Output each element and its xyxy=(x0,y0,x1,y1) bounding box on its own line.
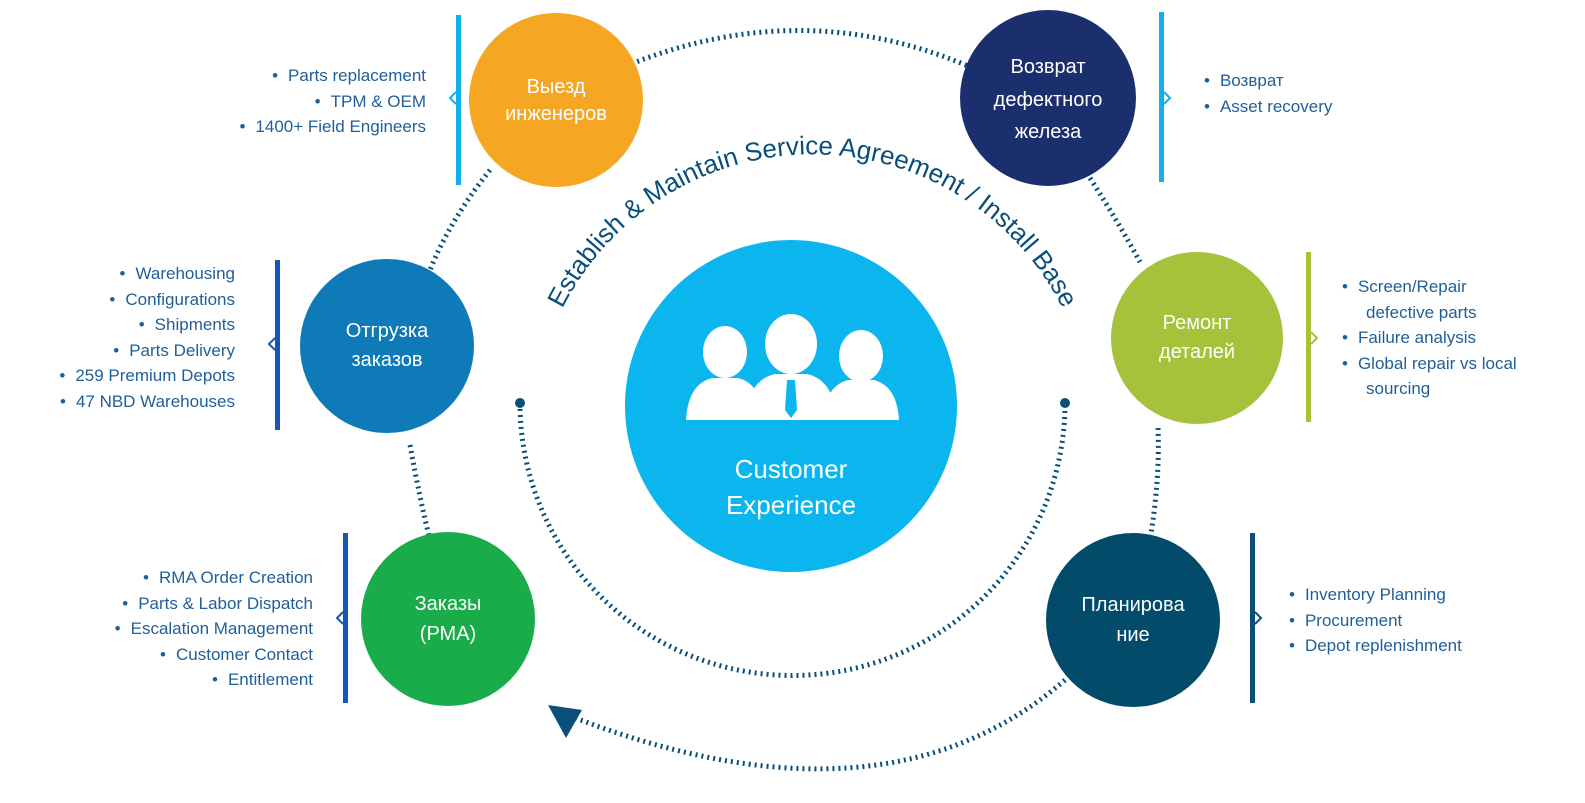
ring-segment-upper-right xyxy=(1087,176,1143,264)
list-item: Escalation Management xyxy=(40,616,313,642)
list-item-continuation: sourcing xyxy=(1366,379,1431,398)
node-return-line2: дефектного xyxy=(994,89,1103,111)
list-item: Configurations xyxy=(0,287,235,313)
list-item: Failure analysis xyxy=(1342,325,1582,351)
ring-segment-bottom xyxy=(559,678,1067,772)
ring-segment-right xyxy=(1147,427,1161,541)
node-return-line3: железа xyxy=(1015,121,1082,143)
node-shipping-line2: заказов xyxy=(351,349,422,371)
center-label-line1: Customer xyxy=(735,454,848,484)
list-item: Warehousing xyxy=(0,261,235,287)
node-shipping-circle xyxy=(300,259,474,433)
list-item: Parts replacement xyxy=(160,63,426,89)
bar-repair xyxy=(1306,252,1311,422)
list-item: Inventory Planning xyxy=(1289,582,1549,608)
node-orders-circle xyxy=(361,532,535,706)
list-repair: Screen/Repair defective parts Failure an… xyxy=(1342,274,1582,402)
bar-notches xyxy=(267,91,1319,625)
people-group-icon xyxy=(686,314,899,420)
list-item: TPM & OEM xyxy=(160,89,426,115)
node-planning-line1: Планирова xyxy=(1081,594,1185,616)
node-repair-line1: Ремонт xyxy=(1163,312,1232,334)
bar-shipping xyxy=(275,260,280,430)
list-item: 47 NBD Warehouses xyxy=(0,389,235,415)
node-planning-circle xyxy=(1046,533,1220,707)
list-item: Parts Delivery xyxy=(0,338,235,364)
node-orders-line2: (РМА) xyxy=(420,623,476,645)
center-label-line2: Experience xyxy=(726,490,856,520)
list-item: 259 Premium Depots xyxy=(0,363,235,389)
node-return-line1: Возврат xyxy=(1011,56,1086,78)
list-return: Возврат Asset recovery xyxy=(1204,68,1404,119)
list-item: Screen/Repair xyxy=(1342,274,1582,300)
list-item: Entitlement xyxy=(40,667,313,693)
list-item: Customer Contact xyxy=(40,642,313,668)
list-orders: RMA Order Creation Parts & Labor Dispatc… xyxy=(40,565,313,693)
outer-dotted-ring xyxy=(407,28,1161,772)
bar-planning xyxy=(1250,533,1255,703)
node-dispatch-line2: инженеров xyxy=(505,103,607,125)
list-item-continuation: defective parts xyxy=(1366,302,1477,322)
node-dispatch-circle xyxy=(469,13,643,187)
list-planning: Inventory Planning Procurement Depot rep… xyxy=(1289,582,1549,659)
node-return-circle xyxy=(960,10,1136,186)
ring-segment-top xyxy=(625,28,969,69)
arrow-head-icon xyxy=(548,705,582,738)
list-dispatch: Parts replacement TPM & OEM 1400+ Field … xyxy=(160,63,426,140)
list-shipping: Warehousing Configurations Shipments Par… xyxy=(0,261,235,414)
list-item: Depot replenishment xyxy=(1289,633,1549,659)
inner-arc-left-dot xyxy=(515,398,525,408)
node-repair-circle xyxy=(1111,252,1283,424)
node-dispatch-line1: Выезд xyxy=(527,76,586,98)
bar-dispatch xyxy=(456,15,461,185)
list-item: Shipments xyxy=(0,312,235,338)
list-item: Global repair vs local xyxy=(1342,351,1582,377)
list-item: Возврат xyxy=(1204,68,1404,94)
list-item: RMA Order Creation xyxy=(40,565,313,591)
node-planning-line2: ние xyxy=(1116,624,1149,646)
list-item: Procurement xyxy=(1289,608,1549,634)
list-item: 1400+ Field Engineers xyxy=(160,114,426,140)
ring-segment-left xyxy=(407,444,433,541)
bar-return xyxy=(1159,12,1164,182)
node-repair-line2: деталей xyxy=(1159,341,1235,363)
ring-segment-upper-left xyxy=(427,168,492,271)
bar-orders xyxy=(343,533,348,703)
inner-arc-right-dot xyxy=(1060,398,1070,408)
node-shipping-line1: Отгрузка xyxy=(346,320,429,342)
list-item: Parts & Labor Dispatch xyxy=(40,591,313,617)
node-orders-line1: Заказы xyxy=(415,593,482,615)
list-item: Asset recovery xyxy=(1204,94,1404,120)
inner-dotted-arc xyxy=(517,402,1068,678)
